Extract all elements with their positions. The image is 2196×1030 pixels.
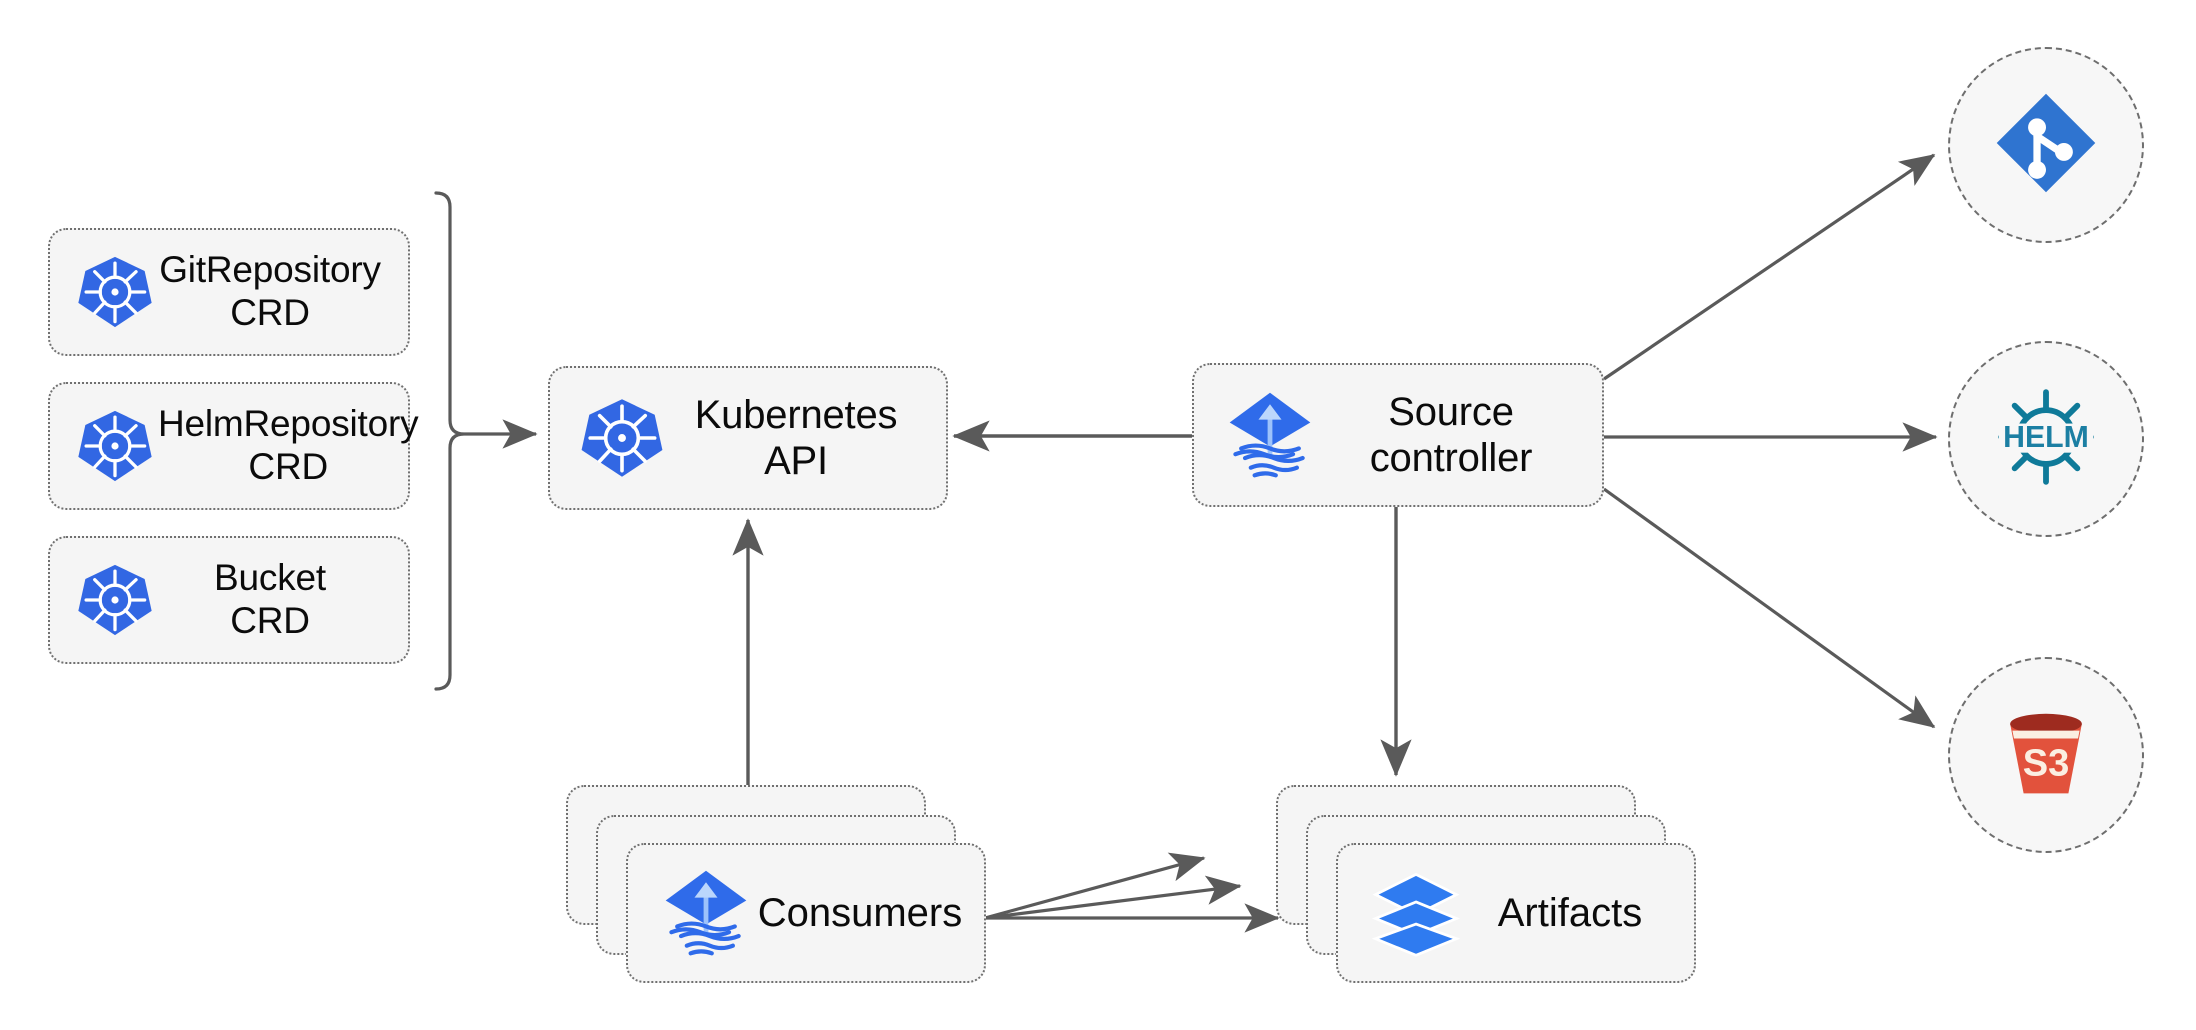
kubernetes-icon (576, 392, 668, 484)
crd-card-helmrepository[interactable]: HelmRepository CRD (48, 382, 419, 510)
node-artifacts-group[interactable]: Artifacts (1276, 785, 1696, 985)
git-icon (1990, 87, 2102, 204)
layers-icon (1366, 863, 1466, 963)
s3-bucket-icon: S3 (1990, 697, 2102, 814)
node-consumers[interactable]: Consumers (626, 843, 986, 983)
crd-group-brace (434, 191, 465, 691)
kubernetes-icon (72, 403, 158, 489)
node-artifacts[interactable]: Artifacts (1336, 843, 1696, 983)
crd-card-bucket[interactable]: Bucket CRD (48, 536, 410, 664)
crd-card-label: GitRepository CRD (159, 249, 381, 333)
node-source-controller[interactable]: Source controller (1192, 363, 1604, 507)
flux-icon (656, 863, 756, 963)
s3-wordmark: S3 (2023, 742, 2070, 784)
edge-consumers-to-artifacts-1 (984, 852, 1206, 920)
helm-wordmark: HELM (2003, 421, 2089, 454)
edge-consumers-to-artifacts-2 (984, 875, 1242, 920)
kubernetes-icon (72, 249, 158, 335)
node-label: Consumers (757, 890, 963, 935)
node-kubernetes-api[interactable]: Kubernetes API (548, 366, 948, 510)
node-label: Source controller (1369, 389, 1533, 480)
helm-icon: HELM (1990, 381, 2102, 498)
edge-source-controller-to-s3 (1603, 487, 1936, 729)
crd-card-label: HelmRepository CRD (158, 403, 419, 487)
crd-card-label: Bucket CRD (214, 557, 326, 641)
source-circle-git[interactable] (1948, 47, 2144, 243)
flux-icon (1220, 385, 1320, 485)
edge-source-controller-to-git (1603, 153, 1936, 381)
kubernetes-icon (72, 557, 158, 643)
node-consumers-group[interactable]: Consumers (566, 785, 986, 985)
node-label: Kubernetes API (694, 392, 898, 483)
crd-card-gitrepository[interactable]: GitRepository CRD (48, 228, 410, 356)
source-circle-s3[interactable]: S3 (1948, 657, 2144, 853)
node-label: Artifacts (1497, 890, 1643, 935)
source-circle-helm[interactable]: HELM (1948, 341, 2144, 537)
